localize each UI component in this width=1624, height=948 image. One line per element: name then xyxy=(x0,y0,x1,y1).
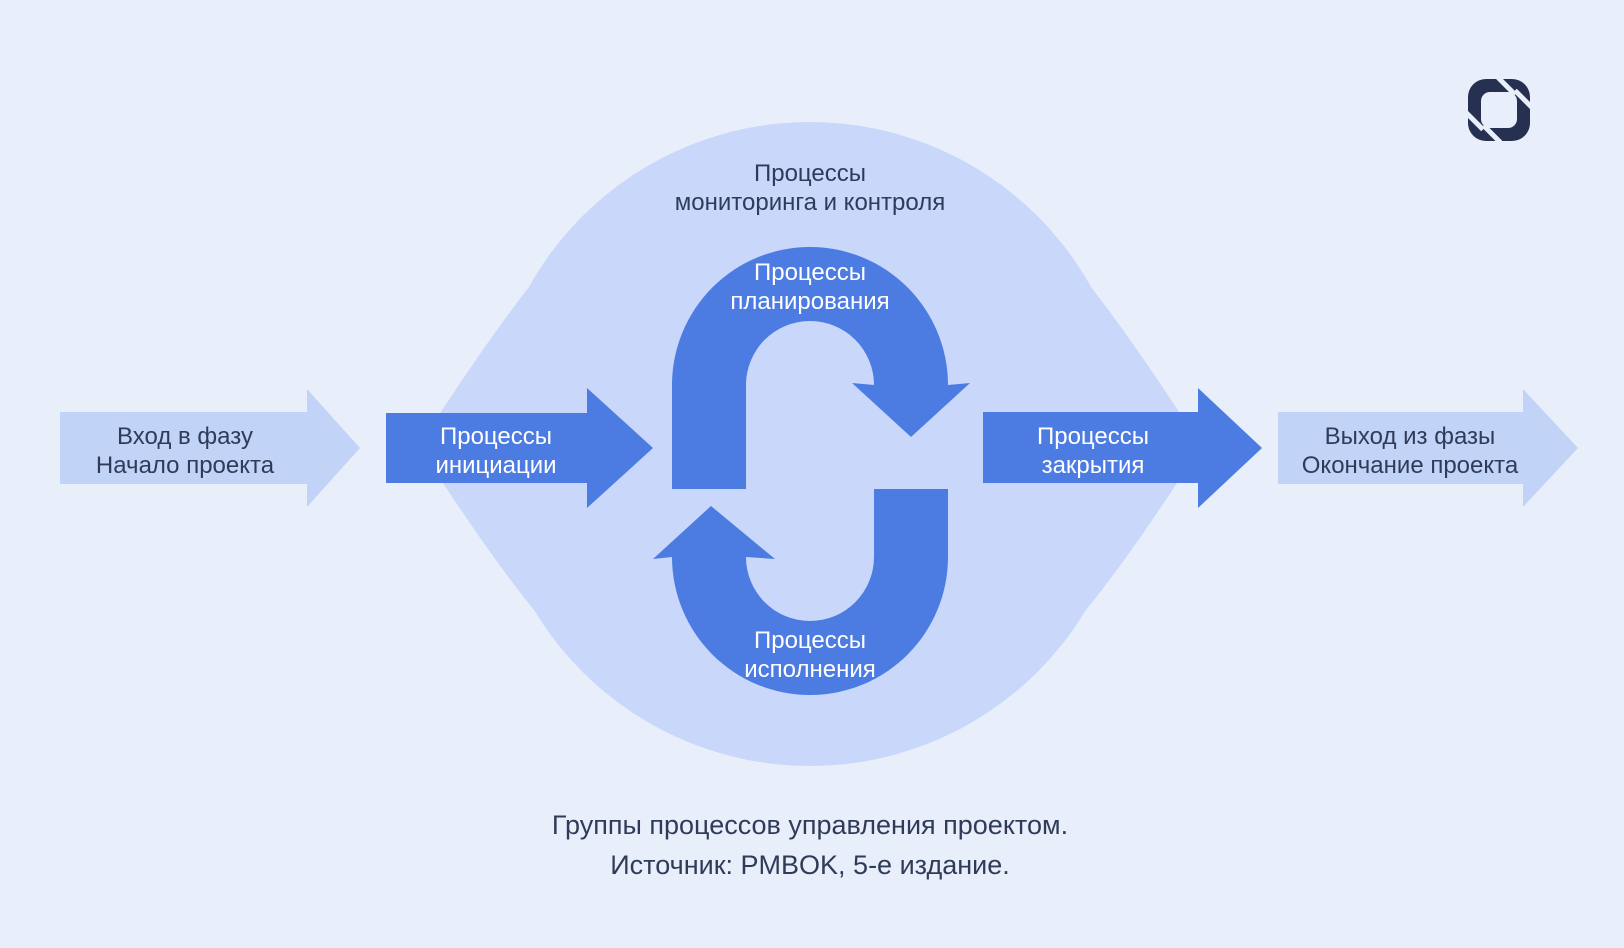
planning-label-line2: планирования xyxy=(730,288,889,315)
monitoring-halo-circle xyxy=(488,122,1132,766)
closing-label: Процессы закрытия xyxy=(1037,423,1149,479)
logo-slit-right xyxy=(1513,88,1534,110)
logo-slit-bottom xyxy=(1481,123,1503,145)
planning-label: Процессы планирования xyxy=(730,259,889,315)
planning-label-line1: Процессы xyxy=(754,259,866,286)
monitoring-label-line1: Процессы xyxy=(754,160,866,187)
logo-slit-left xyxy=(1464,110,1485,132)
initiating-arrow xyxy=(386,388,653,508)
phase-entry-label: Вход в фазу Начало проекта xyxy=(96,423,275,479)
phase-exit-arrow xyxy=(1278,389,1578,507)
phase-exit-label-line1: Выход из фазы xyxy=(1325,423,1496,450)
initiating-label: Процессы инициации xyxy=(435,423,556,479)
closing-label-line1: Процессы xyxy=(1037,423,1149,450)
closing-arrow xyxy=(983,388,1262,508)
monitoring-label-line2: мониторинга и контроля xyxy=(675,189,945,216)
phase-exit-label: Выход из фазы Окончание проекта xyxy=(1302,423,1519,479)
monitoring-label: Процессы мониторинга и контроля xyxy=(675,160,945,216)
caption-line1: Группы процессов управления проектом. xyxy=(552,810,1068,840)
executing-cycle-arc xyxy=(653,489,948,695)
planning-cycle-arc xyxy=(672,247,970,489)
phase-entry-label-line1: Вход в фазу xyxy=(117,423,253,450)
initiating-label-line2: инициации xyxy=(435,452,556,479)
logo-slit-top xyxy=(1496,75,1517,97)
caption: Группы процессов управления проектом. Ис… xyxy=(552,810,1068,880)
initiating-label-line1: Процессы xyxy=(440,423,552,450)
executing-label-line2: исполнения xyxy=(744,656,875,683)
phase-exit-label-line2: Окончание проекта xyxy=(1302,452,1519,479)
closing-label-line2: закрытия xyxy=(1042,452,1145,479)
executing-label-line1: Процессы xyxy=(754,627,866,654)
executing-label: Процессы исполнения xyxy=(744,627,875,683)
caption-line2: Источник: PMBOK, 5-е издание. xyxy=(610,850,1009,880)
phase-entry-label-line2: Начало проекта xyxy=(96,452,275,479)
kontur-loop-logo-icon xyxy=(1464,75,1534,145)
phase-entry-arrow xyxy=(60,389,360,507)
